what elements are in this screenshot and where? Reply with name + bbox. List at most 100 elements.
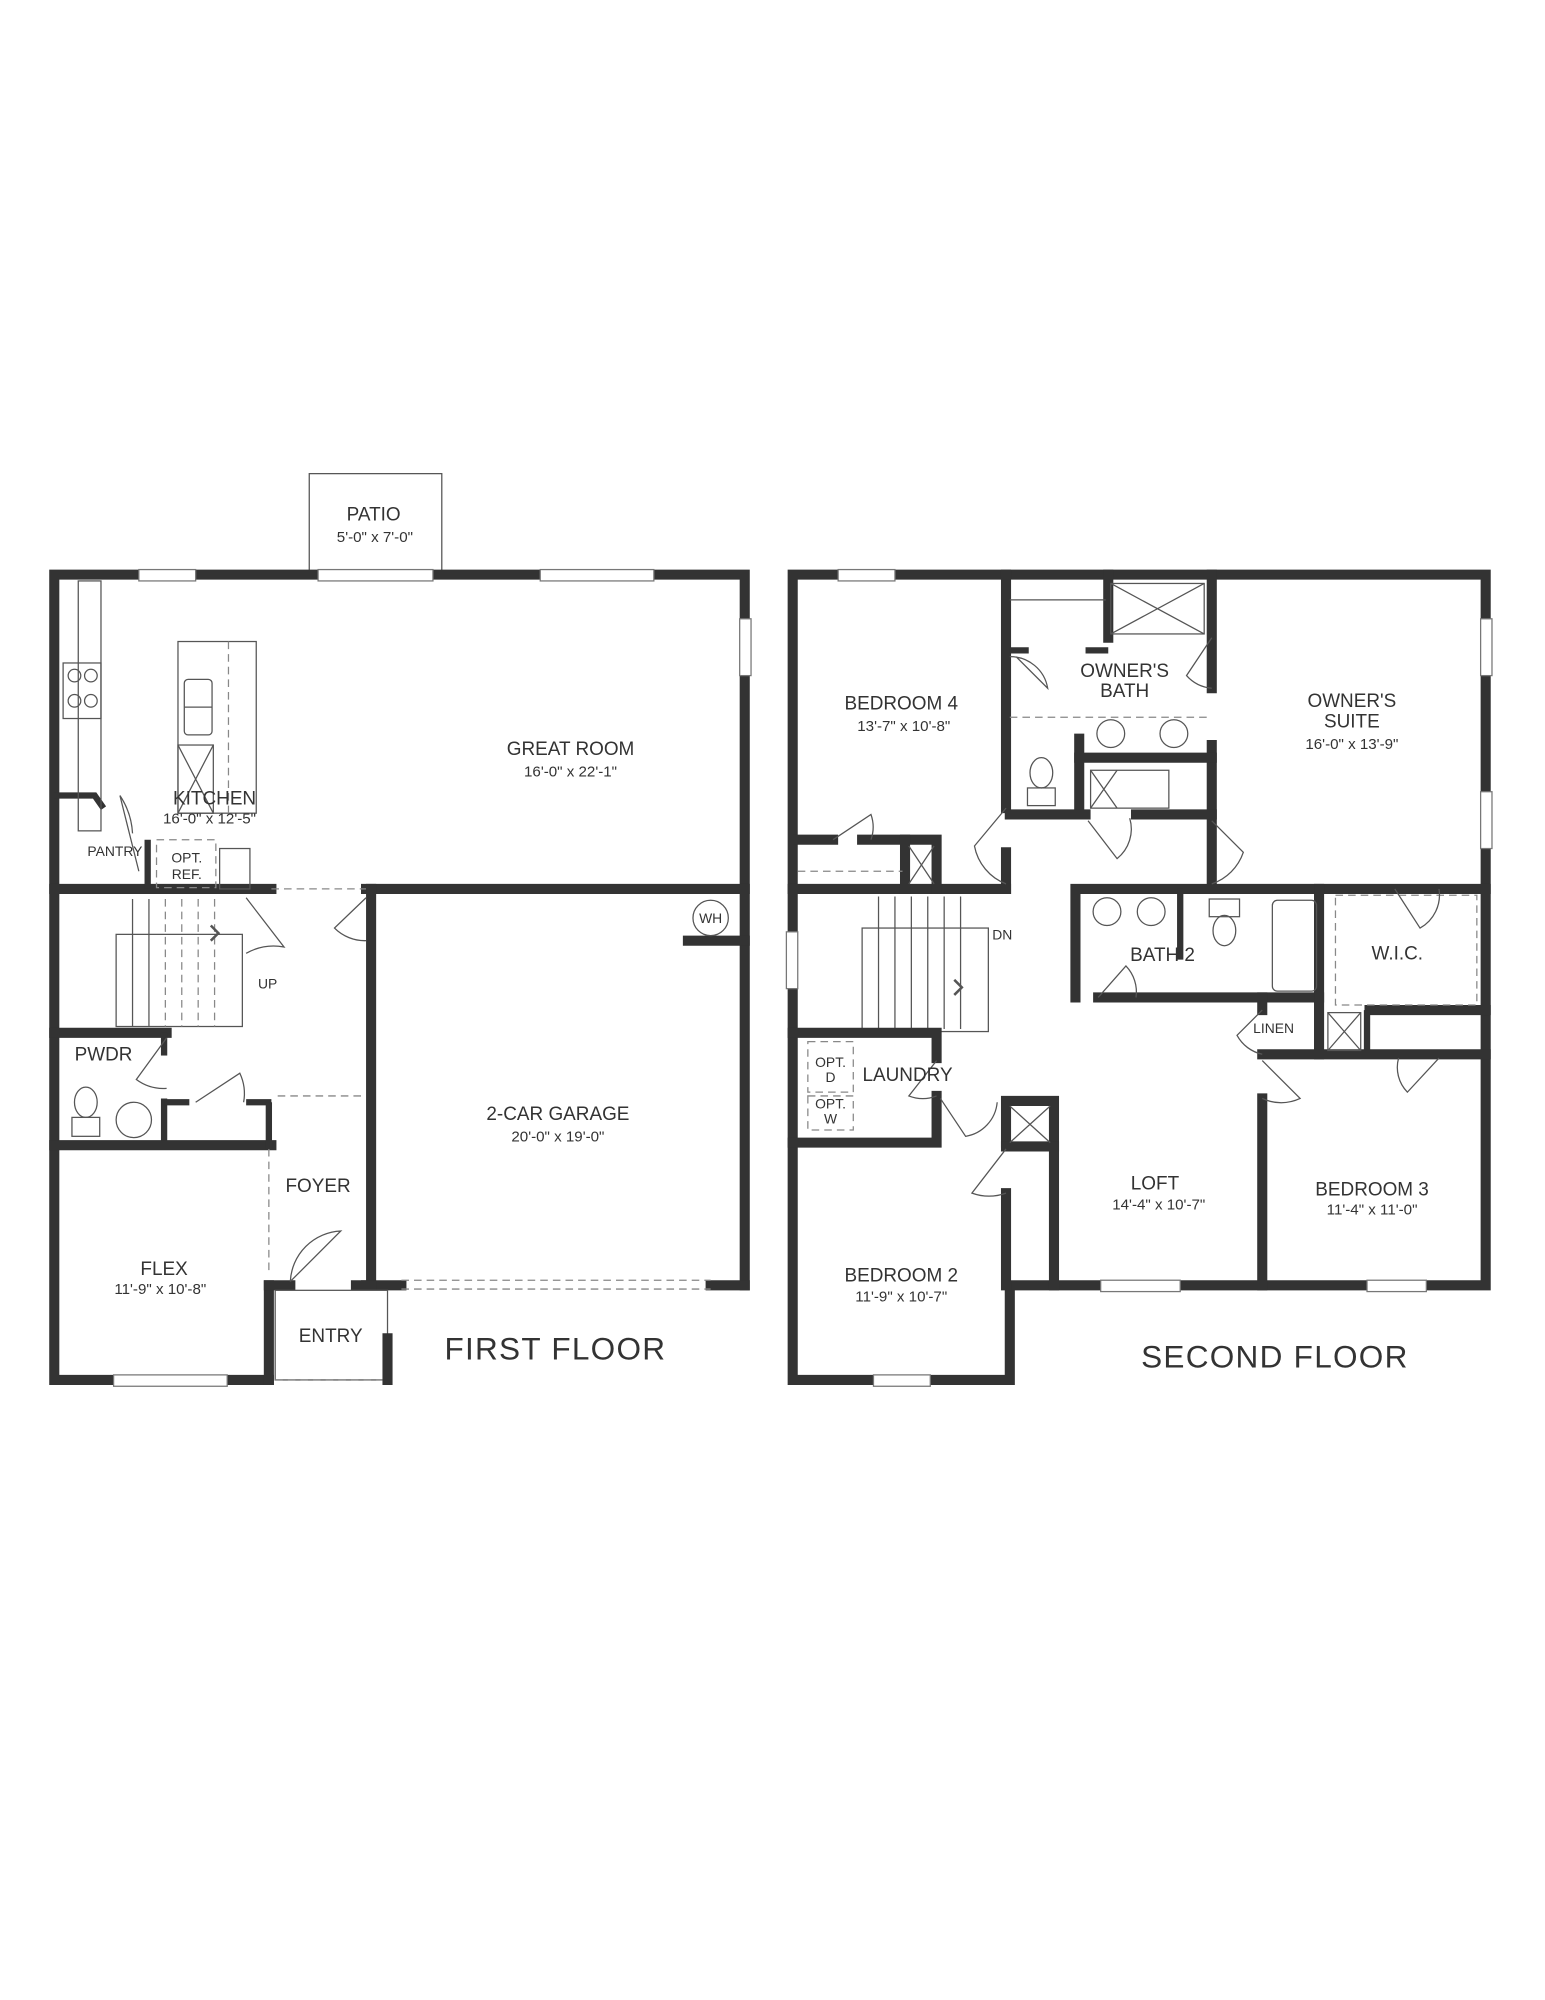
sink-icon	[115, 1101, 153, 1139]
room-size-owners-suite: 16'-0" x 13'-9"	[1305, 736, 1398, 753]
burner	[67, 693, 82, 708]
counter	[219, 847, 251, 890]
opt-washer-label: W	[824, 1111, 838, 1127]
door	[1009, 656, 1049, 691]
exterior-wall	[787, 569, 1491, 1385]
stairs-second-floor	[861, 896, 989, 1033]
stairs-first-floor	[115, 899, 243, 1028]
closet-rod	[1334, 894, 1478, 1006]
room-label-bath-2: BATH 2	[1130, 945, 1195, 966]
water-heater-icon	[692, 899, 729, 937]
hvac-x	[1327, 1012, 1362, 1051]
window	[1100, 1279, 1181, 1293]
room-label-bedroom-4: BEDROOM 4	[844, 694, 958, 715]
second-floor-title: SECOND FLOOR	[1141, 1338, 1409, 1374]
door	[1211, 820, 1245, 885]
room-size-patio: 5'-0" x 7'-0"	[337, 529, 413, 546]
door	[1394, 888, 1441, 929]
shower-icon	[1110, 582, 1205, 635]
room-size-bedroom-2: 11'-9" x 10'-7"	[855, 1289, 947, 1306]
door	[1185, 637, 1213, 689]
room-label-pantry: PANTRY	[87, 843, 142, 859]
room-label-foyer: FOYER	[285, 1176, 350, 1197]
arrow-icon	[209, 924, 221, 942]
stairs-down-label: DN	[992, 926, 1012, 942]
door	[1087, 818, 1132, 860]
window	[872, 1374, 931, 1387]
stairs-up-label: UP	[258, 976, 277, 992]
room-label-kitchen: KITCHEN	[173, 788, 256, 809]
burner	[67, 668, 82, 683]
toilet-icon	[1212, 914, 1237, 947]
room-label-loft: LOFT	[1131, 1173, 1180, 1194]
room-label-patio: PATIO	[347, 504, 401, 525]
room-label-owners-bath: OWNER'S	[1080, 661, 1169, 682]
first-floor-title: FIRST FLOOR	[444, 1331, 666, 1367]
wall	[857, 834, 942, 894]
room-label-owners-suite: OWNER'S	[1307, 691, 1396, 712]
door	[135, 1037, 168, 1090]
room-label-owners-bath: BATH	[1100, 681, 1149, 702]
door	[1236, 1009, 1263, 1055]
door	[939, 1098, 998, 1138]
room-label-flex: FLEX	[140, 1259, 188, 1280]
room-size-kitchen: 16'-0" x 12'-5"	[163, 810, 256, 827]
room-size-bedroom-3: 11'-4" x 11'-0"	[1327, 1202, 1418, 1219]
room-label-garage: 2-CAR GARAGE	[486, 1104, 629, 1125]
opt-washer-label: OPT.	[815, 1096, 846, 1112]
burner	[83, 693, 98, 708]
toilet-tank	[1026, 787, 1056, 807]
dishwasher-x	[177, 744, 214, 814]
front-door	[289, 1230, 343, 1282]
opt-ref-label: OPT.	[171, 849, 202, 865]
sink-icon	[1092, 897, 1122, 927]
window	[1366, 1279, 1427, 1293]
sink-icon	[1159, 719, 1189, 749]
door	[907, 1060, 938, 1100]
door	[832, 813, 874, 841]
opt-dryer-label: D	[826, 1069, 836, 1085]
room-label-wic: W.I.C.	[1372, 944, 1424, 965]
window	[539, 568, 655, 582]
door	[1097, 964, 1138, 998]
room-size-great-room: 16'-0" x 22'-1"	[524, 764, 617, 781]
linen-x	[908, 845, 935, 885]
tub-x	[1090, 769, 1118, 809]
room-label-entry: ENTRY	[299, 1326, 363, 1347]
toilet-tank	[1208, 898, 1241, 918]
opt-dryer	[807, 1041, 854, 1093]
door	[195, 1072, 246, 1103]
opt-dryer-label: OPT.	[815, 1054, 846, 1070]
first-floor: PATIO 5'-0" x 7'-0" GREAT ROOM 16'-0" x …	[49, 473, 752, 1387]
wall	[1000, 1095, 1060, 1291]
arrow-icon	[953, 978, 964, 996]
window	[1479, 791, 1493, 850]
opt-ref-label: REF.	[172, 866, 202, 882]
stair-outline	[861, 927, 989, 1033]
room-label-pwdr: PWDR	[75, 1045, 133, 1066]
toilet-icon	[1029, 757, 1054, 789]
toilet-icon	[73, 1086, 98, 1119]
sink-icon	[1136, 897, 1166, 927]
toilet-tank	[71, 1116, 101, 1137]
room-label-bedroom-3: BEDROOM 3	[1315, 1180, 1429, 1201]
door	[333, 897, 367, 942]
room-label-laundry: LAUNDRY	[863, 1065, 953, 1086]
window	[112, 1374, 228, 1387]
hvac-x	[1009, 1105, 1051, 1144]
door	[119, 795, 140, 872]
room-size-loft: 14'-4" x 10'-7"	[1112, 1197, 1205, 1214]
window	[837, 568, 896, 582]
wall	[787, 1027, 942, 1064]
window	[785, 931, 799, 990]
stove-icon	[62, 662, 102, 720]
tub-icon	[1089, 769, 1170, 809]
patio-door	[317, 568, 434, 582]
room-size-garage: 20'-0" x 19'-0"	[511, 1128, 604, 1145]
window	[138, 568, 197, 582]
opt-ref-space	[155, 839, 217, 889]
second-floor: BEDROOM 4 13'-7" x 10'-8" OWNER'S BATH O…	[785, 568, 1493, 1387]
water-heater-label: WH	[699, 910, 722, 926]
stair-outline	[115, 933, 243, 1028]
